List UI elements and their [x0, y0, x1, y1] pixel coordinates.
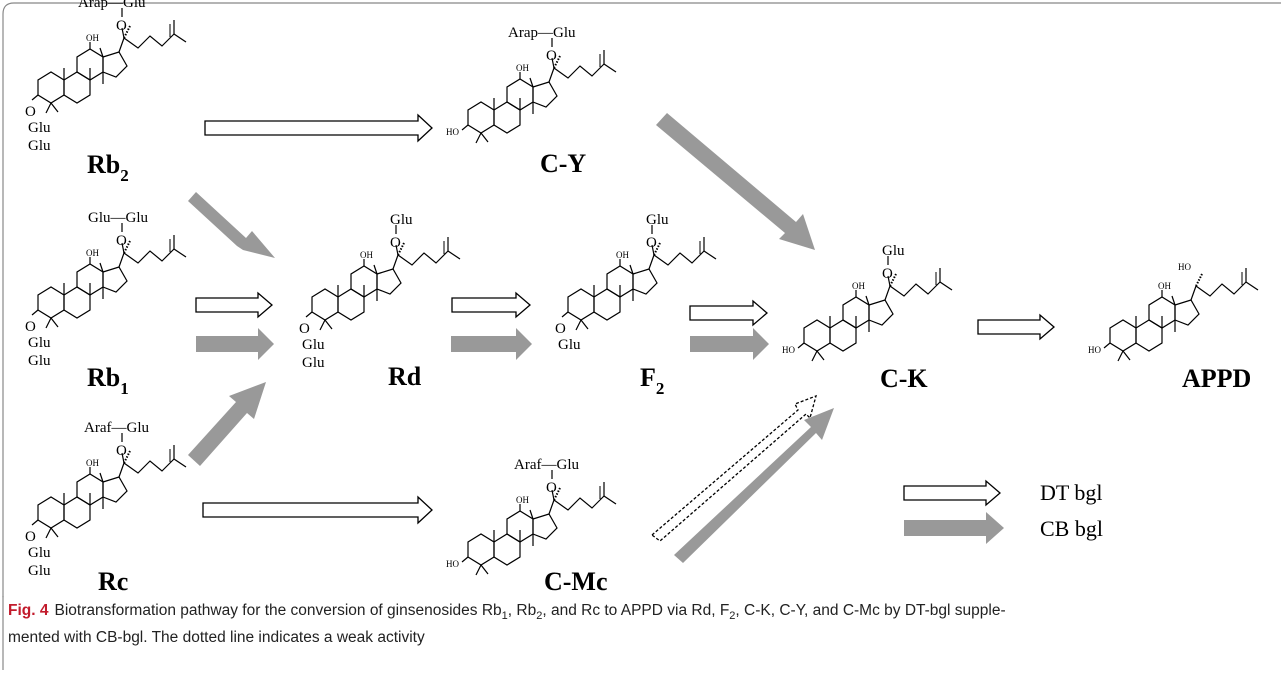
- svg-text:OH: OH: [86, 248, 99, 258]
- svg-text:O: O: [546, 480, 557, 496]
- caption-text-5: mented with CB-bgl. The dotted line indi…: [8, 629, 425, 647]
- caption-text-2: , Rb: [507, 602, 537, 619]
- svg-text:OH: OH: [86, 458, 99, 468]
- svg-text:OH: OH: [1158, 281, 1171, 291]
- filled-arrow-cmc-ck: [674, 408, 834, 563]
- caption-text-4: , C-K, C-Y, and C-Mc by DT-bgl supple-: [735, 602, 1006, 619]
- caption-sub-1: 1: [501, 610, 508, 623]
- svg-text:O: O: [390, 235, 401, 251]
- svg-text:Glu—Glu: Glu—Glu: [88, 210, 149, 226]
- svg-text:Glu: Glu: [390, 212, 413, 228]
- svg-text:HO: HO: [1088, 345, 1101, 355]
- svg-text:Glu: Glu: [28, 120, 51, 136]
- svg-text:Glu: Glu: [882, 243, 905, 259]
- svg-text:Arap—Glu: Arap—Glu: [78, 0, 146, 11]
- legend-filled-label: CB bgl: [1040, 516, 1103, 541]
- label-ck: C-K: [880, 364, 928, 393]
- structure-rb1: OH O Glu—Glu Glu Glu O: [25, 210, 187, 369]
- svg-text:OH: OH: [86, 33, 99, 43]
- svg-text:OH: OH: [516, 63, 529, 73]
- svg-text:Glu: Glu: [28, 335, 51, 351]
- structure-appd: OH HO HO: [1088, 262, 1259, 362]
- label-rb1: Rb1: [87, 363, 129, 398]
- caption-fig-number: Fig. 4: [8, 602, 49, 619]
- legend-open-arrow: [903, 479, 1001, 507]
- svg-text:OH: OH: [852, 281, 865, 291]
- label-cmc: C-Mc: [544, 567, 608, 596]
- svg-text:Glu: Glu: [302, 355, 325, 371]
- svg-text:Glu: Glu: [28, 353, 51, 369]
- filled-arrow-rb2-rd: [188, 192, 275, 258]
- legend-open-label: DT bgl: [1040, 480, 1103, 505]
- filled-arrow-cy-ck: [656, 113, 815, 250]
- caption-text-3: , and Rc to APPD via Rd, F: [542, 602, 730, 619]
- svg-text:O: O: [116, 443, 127, 459]
- label-rc: Rc: [98, 567, 128, 596]
- open-arrow-rc-cmc: [202, 495, 433, 525]
- svg-text:O: O: [116, 233, 127, 249]
- svg-text:Araf—Glu: Araf—Glu: [514, 457, 579, 473]
- svg-text:Glu: Glu: [558, 337, 581, 353]
- open-arrow-f2-ck: [689, 299, 768, 327]
- filled-arrow-f2-ck: [690, 328, 769, 360]
- svg-text:O: O: [299, 321, 310, 337]
- open-arrow-rb2-cy: [204, 113, 433, 143]
- svg-text:Araf—Glu: Araf—Glu: [84, 420, 149, 436]
- label-rb2: Rb2: [87, 150, 129, 185]
- svg-text:Glu: Glu: [28, 545, 51, 561]
- structure-f2: OH O Glu Glu O: [555, 212, 717, 353]
- structure-ck: OH O Glu HO: [782, 243, 953, 362]
- structure-rc: OH O Araf—Glu Glu Glu O: [25, 420, 187, 579]
- svg-text:OH: OH: [360, 250, 373, 260]
- legend-filled-arrow: [904, 512, 1004, 544]
- structure-rd: OH O Glu Glu Glu O: [299, 212, 461, 371]
- svg-text:O: O: [546, 48, 557, 64]
- svg-text:O: O: [25, 319, 36, 335]
- svg-text:HO: HO: [782, 345, 795, 355]
- label-rd: Rd: [388, 362, 422, 391]
- filled-arrow-rd-f2: [451, 328, 532, 360]
- structure-cmc: OH O Araf—Glu HO: [446, 457, 617, 576]
- svg-text:O: O: [116, 18, 127, 34]
- structure-cy: OH O Arap—Glu HO: [446, 25, 617, 144]
- figure-caption: Fig. 4 Biotransformation pathway for the …: [8, 600, 1268, 648]
- label-f2: F2: [640, 363, 664, 398]
- svg-text:OH: OH: [516, 495, 529, 505]
- svg-text:HO: HO: [446, 559, 459, 569]
- structure-rb2: OH O Arap—Glu Glu Glu O: [25, 0, 187, 154]
- svg-text:Arap—Glu: Arap—Glu: [508, 25, 576, 41]
- label-cy: C-Y: [540, 149, 586, 178]
- filled-arrow-rb1-rd: [196, 328, 274, 360]
- svg-text:OH: OH: [616, 250, 629, 260]
- dotted-arrow-cmc-ck: [650, 394, 817, 542]
- svg-text:O: O: [882, 266, 893, 282]
- caption-sub-2: 2: [536, 610, 543, 623]
- caption-sub-3: 2: [729, 610, 736, 623]
- svg-text:Glu: Glu: [302, 337, 325, 353]
- filled-arrow-rc-rd: [188, 382, 266, 466]
- svg-text:O: O: [646, 235, 657, 251]
- svg-text:Glu: Glu: [646, 212, 669, 228]
- svg-text:Glu: Glu: [28, 563, 51, 579]
- open-arrow-rb1-rd: [195, 291, 273, 319]
- svg-text:Glu: Glu: [28, 138, 51, 154]
- open-arrow-rd-f2: [451, 291, 531, 319]
- svg-text:O: O: [25, 529, 36, 545]
- svg-text:O: O: [25, 104, 36, 120]
- svg-text:HO: HO: [446, 127, 459, 137]
- caption-text-1: Biotransformation pathway for the conver…: [54, 602, 502, 619]
- open-arrow-ck-appd: [977, 313, 1055, 341]
- label-appd: APPD: [1182, 364, 1251, 393]
- svg-text:HO: HO: [1178, 262, 1191, 272]
- svg-text:O: O: [555, 321, 566, 337]
